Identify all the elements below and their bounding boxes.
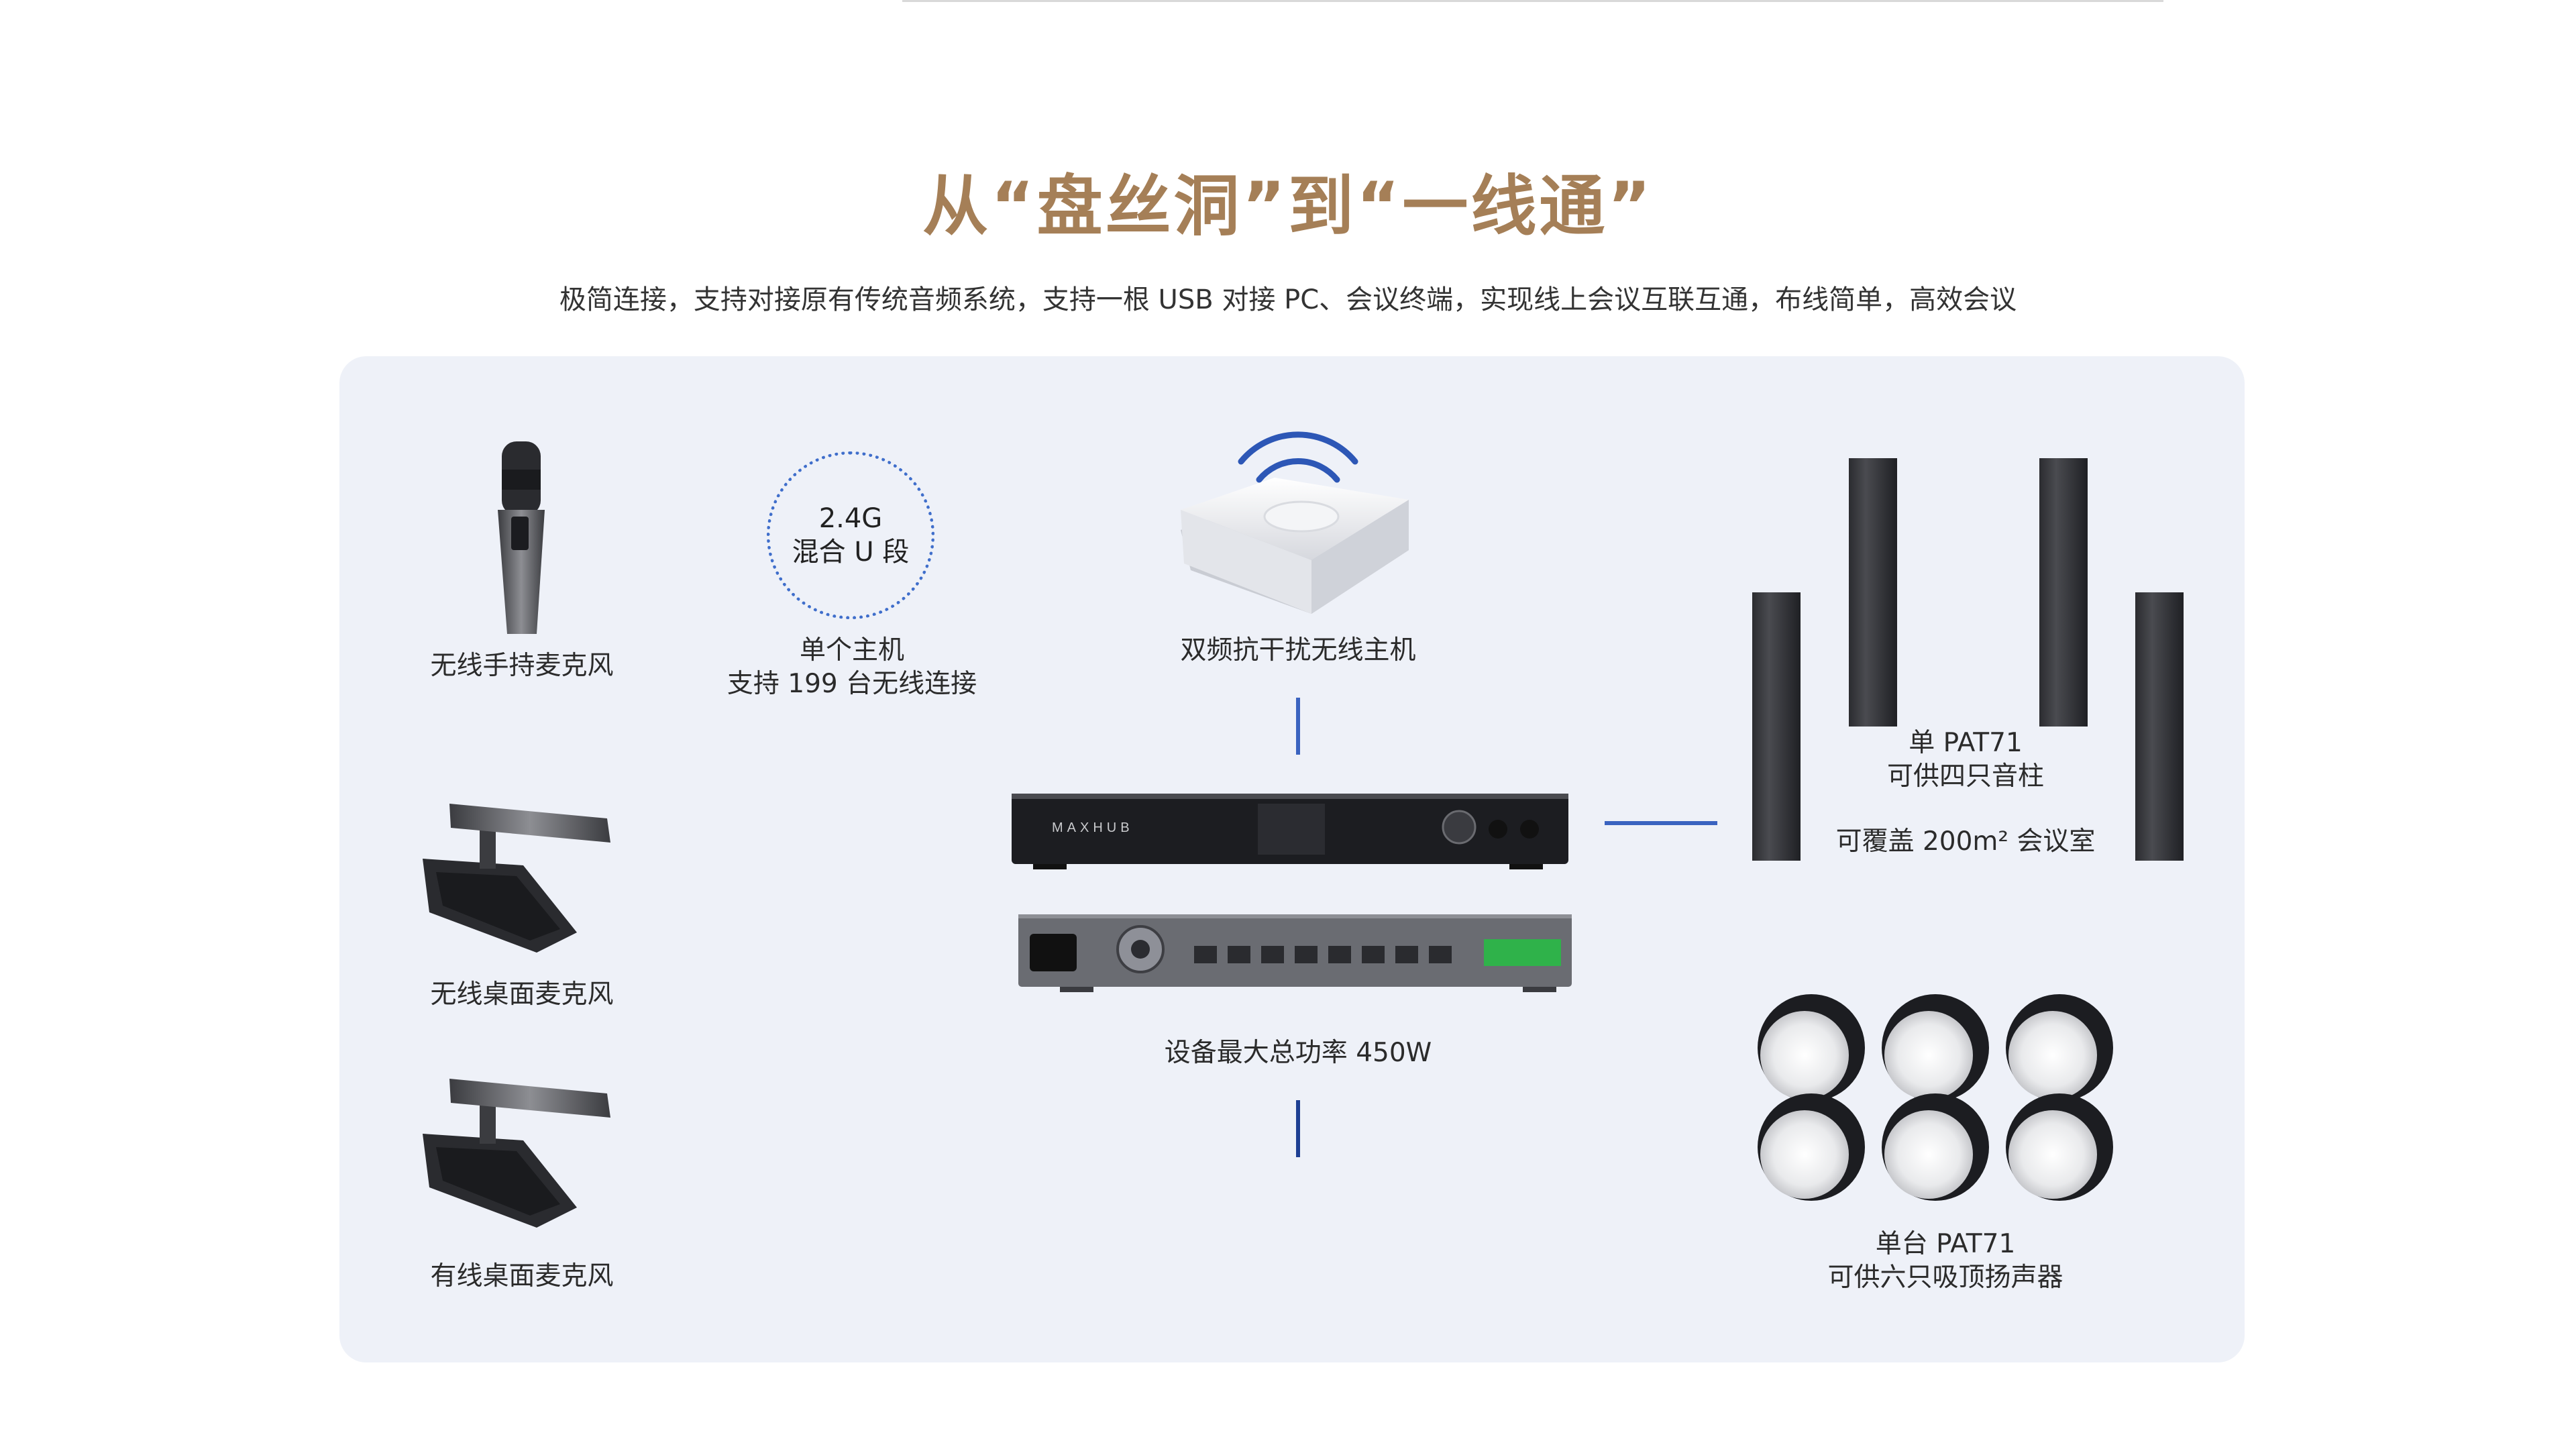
brand-text: MAXHUB <box>1052 820 1134 835</box>
host-capacity-line-2: 支持 199 台无线连接 <box>727 669 977 699</box>
wireless-access-point-device <box>1181 478 1409 614</box>
power-label: 设备最大总功率 450W <box>1164 1038 1432 1068</box>
frequency-badge: 2.4G 混合 U 段 <box>767 451 934 619</box>
column-speakers-line-1: 单 PAT71 <box>1909 728 2023 758</box>
wireless-desk-mic-device <box>423 804 610 953</box>
ceiling-speakers-label: 单台 PAT71 可供六只吸顶扬声器 <box>1771 1228 2120 1295</box>
host-processor-front: MAXHUB <box>1012 794 1568 869</box>
wired-desk-mic-label: 有线桌面麦克风 <box>430 1261 614 1291</box>
column-speakers-line-3: 可覆盖 200m² 会议室 <box>1835 826 2096 857</box>
column-speakers-line-2: 可供四只音柱 <box>1886 761 2044 792</box>
badge-line-2: 混合 U 段 <box>792 537 910 568</box>
host-capacity-line-1: 单个主机 <box>799 635 904 665</box>
host-processor-back <box>1018 914 1572 992</box>
column-speakers-label: 单 PAT71 可供四只音柱 可覆盖 200m² 会议室 <box>1798 727 2133 859</box>
page-subtitle: 极简连接，支持对接原有传统音频系统，支持一根 USB 对接 PC、会议终端，实现… <box>559 284 2017 315</box>
handheld-mic-label: 无线手持麦克风 <box>430 651 614 681</box>
wired-desk-mic-device <box>423 1079 610 1228</box>
ap-label: 双频抗干扰无线主机 <box>1180 635 1416 665</box>
ceiling-speakers-line-1: 单台 PAT71 <box>1875 1229 2016 1259</box>
ceiling-speakers <box>1758 994 2113 1201</box>
host-capacity-label: 单个主机 支持 199 台无线连接 <box>704 634 1000 701</box>
badge-line-1: 2.4G <box>818 503 883 534</box>
column-speakers <box>1752 458 2184 861</box>
handheld-mic-device <box>498 441 545 634</box>
page-title: 从“盘丝洞”到“一线通” <box>922 168 1654 245</box>
wireless-desk-mic-label: 无线桌面麦克风 <box>430 979 614 1010</box>
ceiling-speakers-line-2: 可供六只吸顶扬声器 <box>1827 1263 2063 1293</box>
top-divider <box>902 0 2163 2</box>
